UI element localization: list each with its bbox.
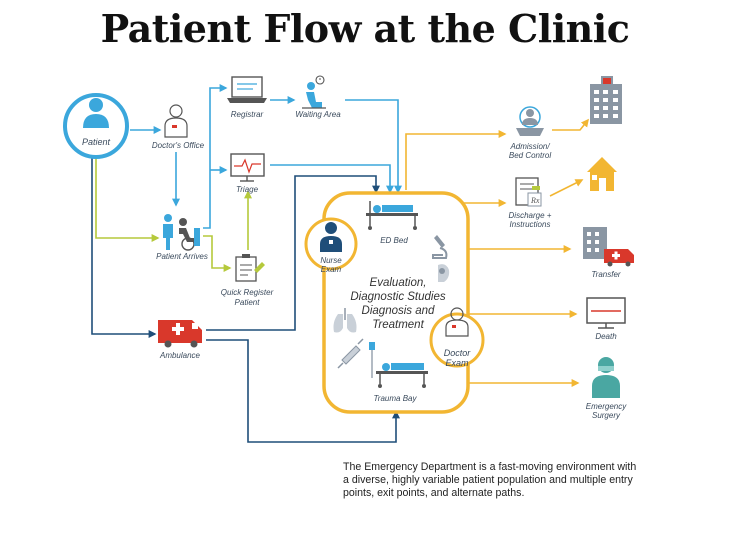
- patient-arrives-label: Patient Arrives: [156, 252, 208, 261]
- waiting-person-icon: [302, 75, 326, 109]
- syringe-icon: [337, 338, 364, 369]
- arrow-patient-to-arrives: [95, 150, 160, 242]
- waiting-area-label: Waiting Area: [295, 110, 341, 119]
- quick-register-label-2: Patient: [235, 298, 261, 307]
- arrow-to-registrar: [203, 84, 228, 229]
- triage-label: Triage: [236, 185, 259, 194]
- transfer-node: Transfer: [583, 227, 634, 279]
- arrow-to-admission: [405, 130, 507, 190]
- admission-node: Admission/ Bed Control: [509, 106, 551, 160]
- admission-label-2: Bed Control: [509, 151, 551, 160]
- ambulance-icon: [158, 320, 202, 348]
- page-title: Patient Flow at the Clinic: [100, 6, 630, 51]
- ambulance-label: Ambulance: [159, 351, 201, 360]
- svg-text:Rx: Rx: [530, 196, 540, 205]
- clipboard-icon: [235, 254, 265, 282]
- laptop-icon: [227, 76, 267, 103]
- wheelchair-icon: [163, 214, 200, 251]
- microscope-icon: [432, 235, 448, 259]
- death-node: Death: [586, 297, 626, 341]
- nurse-icon: [320, 222, 342, 252]
- surgeon-icon: [592, 357, 620, 398]
- emergency-surgery-label-2: Surgery: [592, 411, 621, 420]
- nurse-exam-label-2: Exam: [321, 265, 342, 274]
- arrow-arrives-to-quick-register: [203, 235, 232, 272]
- admission-label-1: Admission/: [509, 142, 550, 151]
- hospital-building-icon: [590, 76, 622, 124]
- death-label: Death: [595, 332, 617, 341]
- transfer-ambulance-icon: [604, 249, 634, 267]
- home-icon: [587, 157, 617, 191]
- arrow-discharge-to-home: [549, 179, 584, 197]
- center-text-4: Treatment: [372, 319, 424, 331]
- lungs-icon: [333, 308, 357, 333]
- arrow-ambulance-to-ed: [206, 175, 380, 331]
- registrar-node: Registrar: [227, 76, 267, 119]
- emergency-surgery-label-1: Emergency: [586, 402, 627, 411]
- flatline-monitor-icon: [586, 297, 626, 329]
- doctor-exam-node: Doctor Exam: [429, 307, 485, 368]
- center-text-3: Diagnosis and: [362, 305, 435, 317]
- doctor-exam-label-2: Exam: [445, 358, 469, 368]
- patient-arrives-node: Patient Arrives: [156, 214, 208, 261]
- doctor-icon: [164, 104, 188, 138]
- emergency-surgery-node: Emergency Surgery: [586, 357, 627, 420]
- nurse-exam-node: Nurse Exam: [304, 217, 358, 274]
- ed-bed-icon: [366, 201, 418, 230]
- doctor-exam-label-1: Doctor: [444, 348, 472, 358]
- receptionist-icon: [516, 106, 544, 136]
- discharge-label-2: Instructions: [510, 220, 551, 229]
- arrow-waiting-to-ed: [345, 99, 402, 194]
- waiting-area-node: Waiting Area: [295, 75, 341, 119]
- transfer-hospital-icon: [583, 227, 607, 259]
- diagram-caption: The Emergency Department is a fast-movin…: [343, 461, 637, 499]
- prescription-icon: Rx: [515, 177, 542, 207]
- ed-bed-label: ED Bed: [380, 236, 408, 245]
- patient-node: Patient: [63, 93, 129, 159]
- center-text-2: Diagnostic Studies: [350, 291, 445, 303]
- registrar-label: Registrar: [231, 110, 264, 119]
- doctors-office-node: Doctor's Office: [152, 104, 205, 150]
- center-text-1: Evaluation,: [370, 277, 427, 289]
- trauma-bay-label: Trauma Bay: [374, 394, 418, 403]
- nurse-exam-label-1: Nurse: [320, 256, 342, 265]
- discharge-label-1: Discharge +: [509, 211, 552, 220]
- arrow-triage-to-ed: [270, 164, 394, 194]
- discharge-node: Rx Discharge + Instructions: [509, 177, 552, 229]
- arrow-ambulance-to-trauma: [206, 339, 400, 443]
- trauma-bay-icon: [369, 342, 428, 388]
- head-scan-icon: [438, 264, 450, 282]
- flow-connectors: [91, 84, 589, 443]
- doctors-office-label: Doctor's Office: [152, 141, 205, 150]
- arrow-admission-to-hospital: [552, 118, 589, 131]
- quick-register-label-1: Quick Register: [221, 288, 274, 297]
- patient-icon: [89, 98, 103, 112]
- arrow-patient-to-ambulance: [91, 150, 157, 338]
- doctor-exam-icon: [445, 307, 469, 337]
- monitor-icon: [230, 153, 265, 182]
- triage-node: Triage: [230, 153, 265, 194]
- transfer-label: Transfer: [591, 270, 621, 279]
- quick-register-node: Quick Register Patient: [221, 254, 274, 307]
- ambulance-node: Ambulance: [158, 320, 202, 360]
- patient-label: Patient: [82, 137, 111, 147]
- ed-treatment-area: ED Bed Evaluation, Diagnostic Studies Di…: [322, 191, 470, 414]
